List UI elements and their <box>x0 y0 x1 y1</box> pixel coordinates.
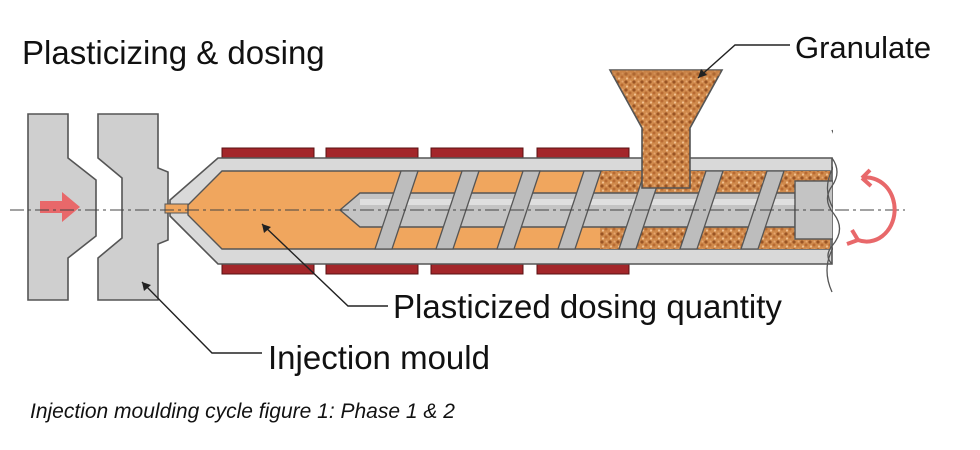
leader-lines <box>141 44 790 354</box>
heater-band <box>536 147 630 159</box>
right-arrow-icon <box>40 192 80 222</box>
heater-band <box>430 263 524 275</box>
diagram-title: Plasticizing & dosing <box>22 34 325 71</box>
heater-band <box>325 147 419 159</box>
mould-right-half <box>97 113 169 301</box>
figure-caption: Injection moulding cycle figure 1: Phase… <box>30 400 455 423</box>
granulate-label: Granulate <box>795 30 932 65</box>
rotate-arrow-icon <box>846 168 897 246</box>
heater-band <box>325 263 419 275</box>
hopper <box>608 69 724 189</box>
nozzle-channel <box>164 203 191 214</box>
dosing-quantity-label: Plasticized dosing quantity <box>393 288 782 325</box>
heater-band <box>430 147 524 159</box>
heater-band <box>536 263 630 275</box>
injection-mould-label: Injection mould <box>268 339 490 376</box>
heater-band <box>221 147 315 159</box>
heater-band <box>221 263 315 275</box>
